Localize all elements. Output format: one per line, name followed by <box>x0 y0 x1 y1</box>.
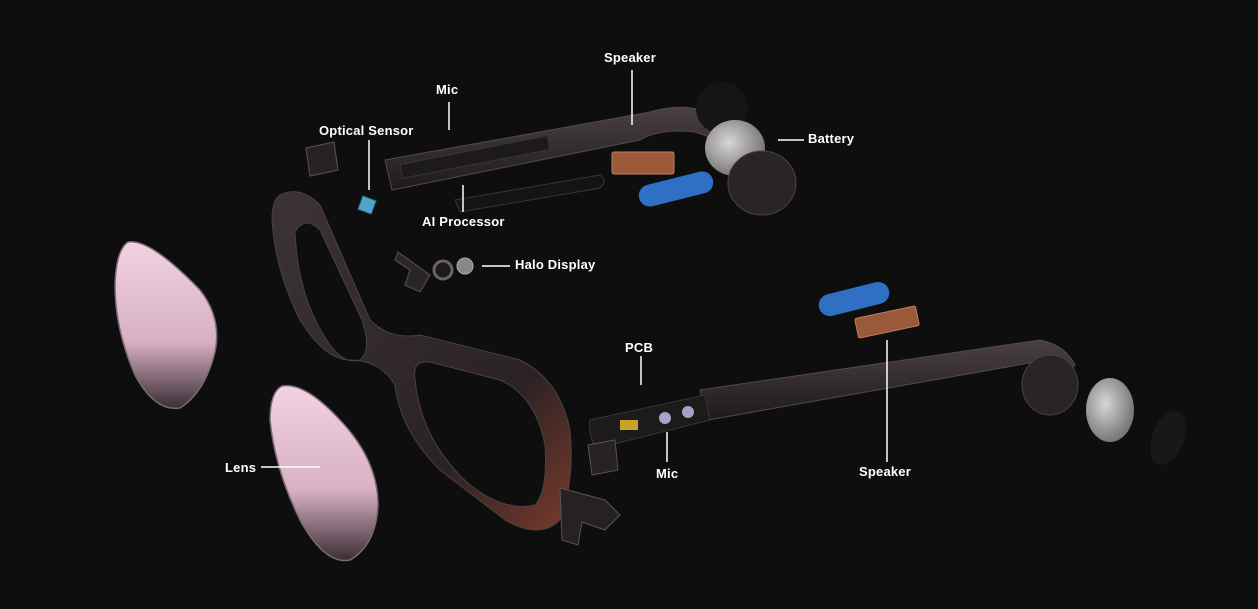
blue-pad-top <box>638 171 714 207</box>
ai-processor-board <box>454 174 605 213</box>
battery-cover-disc-bottom <box>1150 411 1186 465</box>
label-pcb: PCB <box>625 340 654 355</box>
label-battery: Battery <box>808 131 855 146</box>
lens-right <box>269 384 379 562</box>
label-lens: Lens <box>225 460 257 475</box>
lens-left <box>114 241 218 410</box>
label-mic-bottom: Mic <box>656 466 679 481</box>
earpiece-top <box>727 150 797 216</box>
top-circuit-strip <box>399 135 551 179</box>
halo-lens-cell <box>456 257 474 275</box>
hinge-block-bottom-a <box>587 439 619 476</box>
halo-arm-piece <box>394 251 431 293</box>
hinge-block-bottom-b <box>559 487 621 546</box>
optical-sensor-chip <box>357 195 377 215</box>
label-mic-top: Mic <box>436 82 459 97</box>
label-ai-processor: AI Processor <box>422 214 505 229</box>
label-optical-sensor: Optical Sensor <box>319 123 414 138</box>
halo-ring <box>432 259 454 281</box>
speaker-module-bottom <box>854 305 920 339</box>
battery-cell-bottom <box>1086 378 1134 442</box>
label-halo-display: Halo Display <box>515 257 596 272</box>
earpiece-bottom <box>1021 354 1079 416</box>
pcb-chip-gold <box>620 420 638 430</box>
label-speaker-bottom: Speaker <box>859 464 911 479</box>
front-frame <box>271 191 572 531</box>
speaker-module-top <box>611 151 675 175</box>
blue-pad-bottom <box>818 281 890 317</box>
label-speaker-top: Speaker <box>604 50 656 65</box>
hinge-block-top <box>305 141 339 177</box>
pcb-board <box>589 394 711 449</box>
leader-lines <box>261 70 888 468</box>
mic-component-bottom-a <box>659 412 671 424</box>
mic-component-bottom-b <box>682 406 694 418</box>
